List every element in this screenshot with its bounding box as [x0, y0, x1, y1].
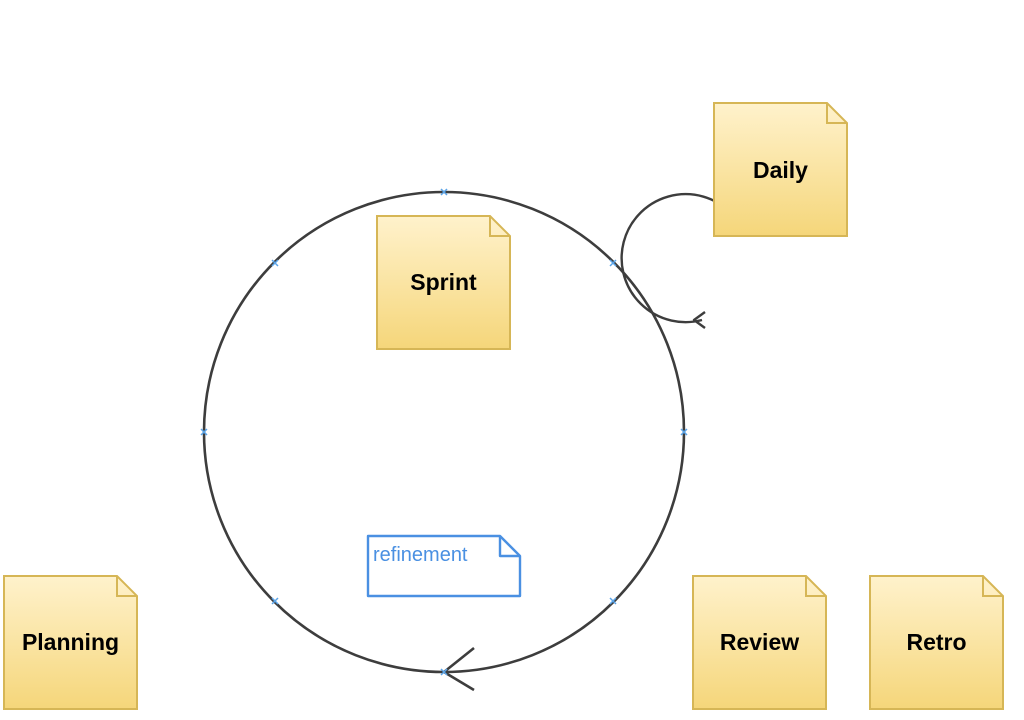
handle-top-left[interactable] [271, 259, 279, 267]
note-planning[interactable]: Planning [3, 575, 138, 710]
note-review-fold [805, 576, 826, 597]
daily-loop-circle[interactable] [620, 192, 731, 324]
annotation-refinement[interactable]: refinement [366, 534, 522, 598]
handle-bottom-left[interactable] [271, 597, 279, 605]
note-retro-label: Retro [906, 629, 966, 655]
handle-left[interactable] [200, 428, 208, 436]
note-daily-label: Daily [753, 157, 808, 183]
note-retro-body [869, 575, 1004, 710]
note-sprint[interactable]: Sprint [376, 215, 511, 350]
note-review[interactable]: Review [692, 575, 827, 710]
sprint-cycle-arrowhead [442, 646, 475, 692]
annotation-refinement-label: refinement [373, 544, 468, 566]
handle-top[interactable] [440, 188, 448, 196]
note-review-body [692, 575, 827, 710]
note-planning-fold [116, 576, 137, 597]
note-sprint-body [376, 215, 511, 350]
note-planning-label: Planning [22, 629, 119, 655]
note-sprint-fold [489, 216, 510, 237]
note-daily[interactable]: Daily [713, 102, 848, 237]
handle-bottom[interactable] [440, 668, 448, 676]
cycle-selection-handles [200, 188, 688, 676]
note-planning-body [3, 575, 138, 710]
note-daily-fold [826, 103, 847, 124]
handle-top-right[interactable] [609, 259, 617, 267]
note-retro-fold [982, 576, 1003, 597]
handle-right[interactable] [680, 428, 688, 436]
annotation-refinement-body [366, 534, 522, 598]
daily-loop-arrowhead [692, 311, 706, 329]
annotation-refinement-fold [498, 536, 520, 558]
note-sprint-label: Sprint [410, 269, 477, 295]
note-review-label: Review [720, 629, 799, 655]
handle-bottom-right[interactable] [609, 597, 617, 605]
note-retro[interactable]: Retro [869, 575, 1004, 710]
note-daily-body [713, 102, 848, 237]
